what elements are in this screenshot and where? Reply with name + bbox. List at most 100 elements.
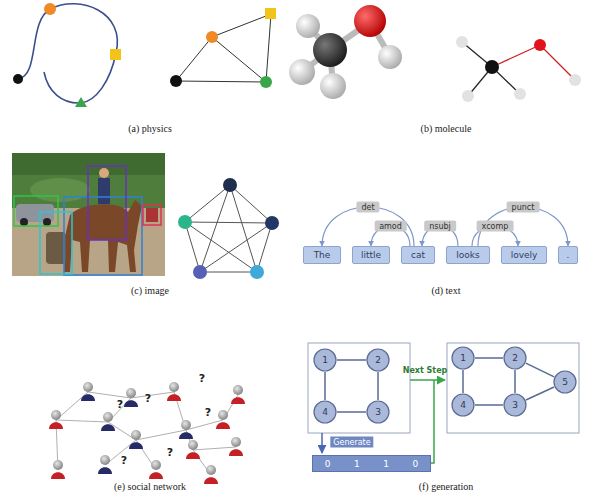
- node-circle: [367, 401, 389, 423]
- social-links-line: [88, 392, 131, 398]
- node-label: 4: [322, 407, 328, 417]
- physics-graph-line: [176, 81, 266, 82]
- photo-rect: [40, 212, 72, 274]
- molecule-graph-circle: [514, 88, 526, 100]
- unknown-mark: ?: [199, 372, 205, 385]
- photo-rect: [14, 196, 58, 226]
- molecule-graph-line: [492, 45, 540, 67]
- word-token: .: [558, 246, 578, 264]
- subfigure-caption: (d) text: [431, 285, 460, 296]
- social-links-line: [56, 420, 108, 422]
- graph-node: 2: [503, 346, 527, 370]
- photo-circle: [43, 218, 51, 226]
- relation-label: amod: [374, 221, 407, 232]
- node-label: lovely: [511, 250, 538, 260]
- node-circle: [504, 394, 526, 416]
- vector-entry: 0: [413, 459, 419, 469]
- social-people-use: [81, 382, 95, 401]
- scene-graph-line: [200, 223, 272, 272]
- subfigure-caption: (e) social network: [114, 481, 186, 492]
- node-label: 5: [562, 377, 568, 387]
- graph-edge: [475, 404, 503, 406]
- molecule-graph-line: [540, 45, 575, 80]
- scene-graph-line: [200, 272, 257, 273]
- unknown-mark: ?: [121, 454, 127, 467]
- node-label: 1: [460, 353, 466, 363]
- social-links-line: [136, 430, 186, 440]
- photo-rect: [12, 153, 165, 276]
- graph-node: 4: [451, 393, 475, 417]
- generation-frames: [308, 343, 579, 433]
- step-label: Generate: [330, 437, 373, 448]
- node-circle: [452, 394, 474, 416]
- physics-graph-line: [212, 37, 266, 82]
- node-label: 3: [375, 407, 381, 417]
- graph-node: 3: [366, 400, 390, 424]
- molecule-graph-circle: [456, 36, 468, 48]
- generation-arrows-polyline: [431, 380, 434, 463]
- graph-edge: [337, 411, 366, 413]
- social-people: [49, 382, 245, 484]
- physics-graph-circle: [170, 75, 182, 87]
- physics-graph-circle: [206, 31, 218, 43]
- molecule-3d-circle: [313, 33, 347, 67]
- node-label: 4: [460, 400, 466, 410]
- physics-graph-circle: [260, 76, 272, 88]
- social-people-use: [216, 410, 230, 429]
- photo-rect: [98, 178, 110, 204]
- node-circle: [452, 347, 474, 369]
- social-people-use: [186, 440, 200, 459]
- word-token: little: [352, 246, 390, 264]
- photo-rect: [64, 197, 142, 275]
- node-label: The: [314, 250, 331, 260]
- subfigure-caption: (c) image: [131, 285, 169, 296]
- social-people-use: [129, 430, 143, 449]
- dependency-arc: [322, 207, 414, 246]
- relation-label: det: [356, 202, 379, 213]
- vector-entry: 1: [354, 459, 360, 469]
- scene-graph-line: [200, 185, 230, 272]
- physics-graph-line: [176, 37, 212, 81]
- node-label: 2: [512, 353, 518, 363]
- social-links-line: [131, 392, 174, 398]
- scene-graph-line: [230, 185, 257, 272]
- molecule-graph-circle: [462, 90, 474, 102]
- graph-edge: [377, 372, 379, 400]
- unknown-mark: ?: [205, 406, 211, 419]
- photo-rect: [146, 208, 158, 222]
- social-people-use: [149, 460, 163, 479]
- photo-rect: [46, 232, 66, 264]
- photo-path: [64, 200, 142, 272]
- photo-rect: [143, 205, 161, 225]
- scene-graph: [178, 178, 279, 279]
- molecule-3d-circle: [378, 45, 402, 69]
- scene-graph-line: [185, 222, 272, 223]
- physics-graph: [170, 8, 276, 88]
- social-people-use: [179, 420, 193, 439]
- molecule-3d-circle: [296, 14, 320, 38]
- molecule-3d-circle: [354, 5, 386, 37]
- social-people-use: [229, 437, 243, 456]
- graph-node: 1: [313, 348, 337, 372]
- node-label: little: [361, 250, 381, 260]
- physics-trajectory-circle: [44, 3, 56, 15]
- node-label: 2: [375, 355, 381, 365]
- vector-entry: 1: [383, 459, 389, 469]
- node-label: 3: [512, 400, 518, 410]
- scene-graph-line: [185, 222, 257, 272]
- social-people-use: [204, 465, 218, 484]
- scene-graph-circle: [193, 265, 207, 279]
- graph-node: 2: [366, 348, 390, 372]
- scene-graph-circle: [178, 215, 192, 229]
- graph-edge: [514, 370, 516, 393]
- scene-graph-circle: [250, 265, 264, 279]
- physics-trajectory-polygon: [75, 97, 87, 107]
- graph-node: 1: [451, 346, 475, 370]
- scene-graph-line: [257, 223, 272, 272]
- social-people-use: [167, 382, 181, 401]
- unknown-mark: ?: [167, 446, 173, 459]
- unknown-mark: ?: [117, 398, 123, 411]
- social-people-use: [124, 388, 138, 407]
